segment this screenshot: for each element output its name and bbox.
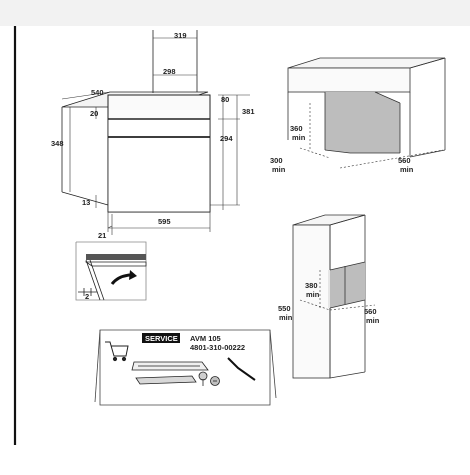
oven-drawing [61, 30, 211, 213]
wall-dim-300: 300 [270, 156, 283, 165]
service-badge-text: SERVICE [145, 334, 178, 343]
service-box-edge [94, 329, 101, 403]
dim-298: 298 [163, 67, 176, 76]
tall-cabinet-dimension-lines [299, 270, 376, 311]
dim-294: 294 [220, 134, 233, 143]
arrow-head-icon [129, 270, 137, 280]
wall-dim-360: 360 [290, 124, 303, 133]
wall-cabinet-dimension-lines [299, 103, 444, 169]
bolt-icon [210, 376, 220, 386]
dim-595: 595 [158, 217, 171, 226]
mounting-strip-icon [131, 361, 209, 371]
tall-cabinet-drawing [292, 214, 366, 379]
screw-icon [198, 371, 208, 386]
dim-381: 381 [242, 107, 255, 116]
service-box-edge-right [269, 329, 277, 399]
rotate-arrow-icon [110, 273, 131, 285]
detail-inset [75, 241, 147, 301]
service-code: 4801-310-00222 [190, 343, 245, 352]
service-model: AVM 105 [190, 334, 221, 343]
tall-dim-550-min: min [279, 313, 293, 322]
trim-strip-icon [135, 375, 197, 385]
service-badge [142, 333, 180, 343]
wall-dim-360-min: min [292, 133, 306, 142]
tall-dim-380: 380 [305, 281, 318, 290]
header-strip [0, 0, 470, 26]
wall-cabinet-drawing [287, 57, 446, 158]
oven-dimension-lines [61, 37, 250, 235]
dim-540: 540 [91, 88, 104, 97]
dim-319: 319 [174, 31, 187, 40]
wall-dim-560-min: min [400, 165, 414, 174]
tall-dim-550: 550 [278, 304, 291, 313]
dim-348: 348 [51, 139, 64, 148]
tall-dim-380-min: min [306, 290, 320, 299]
dim-80: 80 [221, 95, 229, 104]
tall-dim-560-min: min [366, 316, 380, 325]
dim-13: 13 [82, 198, 90, 207]
cart-icon [105, 341, 129, 362]
tall-dim-560: 560 [364, 307, 377, 316]
wall-dim-300-min: min [272, 165, 286, 174]
wall-dim-560: 560 [398, 156, 411, 165]
detail-gap-label: 2 [85, 292, 89, 301]
dim-20: 20 [90, 109, 98, 118]
dim-21: 21 [98, 231, 106, 240]
allen-key-icon [227, 357, 256, 381]
